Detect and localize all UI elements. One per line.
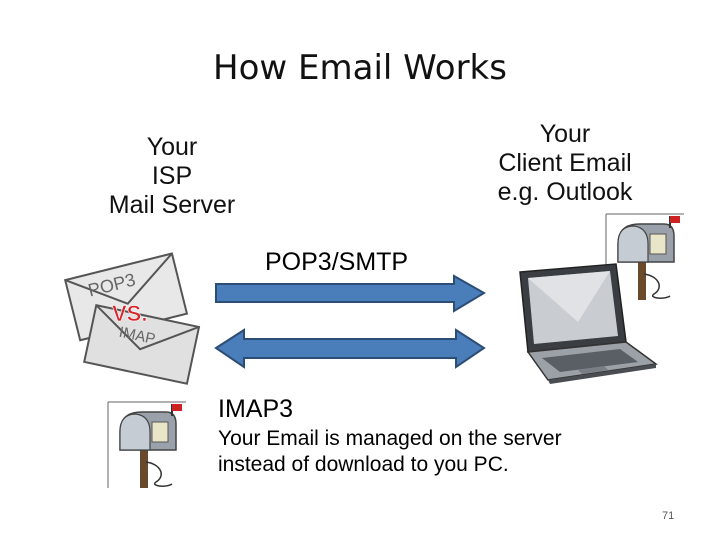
pop3-smtp-label: POP3/SMTP	[265, 248, 409, 276]
client-label-line3: e.g. Outlook	[497, 178, 633, 206]
envelope-icon: IMAP	[83, 303, 201, 385]
imap-description: Your Email is managed on the server inst…	[218, 426, 562, 478]
client-label: Your Client Email e.g. Outlook	[470, 120, 660, 207]
isp-label-line2: ISP	[151, 162, 193, 190]
client-label-line2: Client Email	[498, 149, 632, 177]
imap-description-line2: instead of download to you PC.	[218, 453, 509, 476]
pop3-arrow	[215, 274, 486, 313]
pop3-vs-imap-graphic: POP3 IMAP VS.	[63, 252, 201, 385]
imap-description-line1: Your Email is managed on the server	[218, 427, 562, 450]
isp-label-line3: Mail Server	[108, 191, 236, 219]
mailbox-icon	[605, 213, 684, 300]
mailbox-icon	[107, 401, 186, 488]
imap-arrow	[214, 328, 486, 369]
isp-label: Your ISP Mail Server	[72, 133, 272, 220]
slide-title: How Email Works	[213, 48, 507, 88]
isp-label-line1: Your	[146, 133, 198, 161]
client-label-line1: Your	[539, 120, 591, 148]
laptop-icon	[519, 263, 658, 384]
vs-text: VS.	[112, 301, 147, 326]
page-number: 71	[662, 510, 675, 522]
imap3-label: IMAP3	[218, 395, 294, 423]
